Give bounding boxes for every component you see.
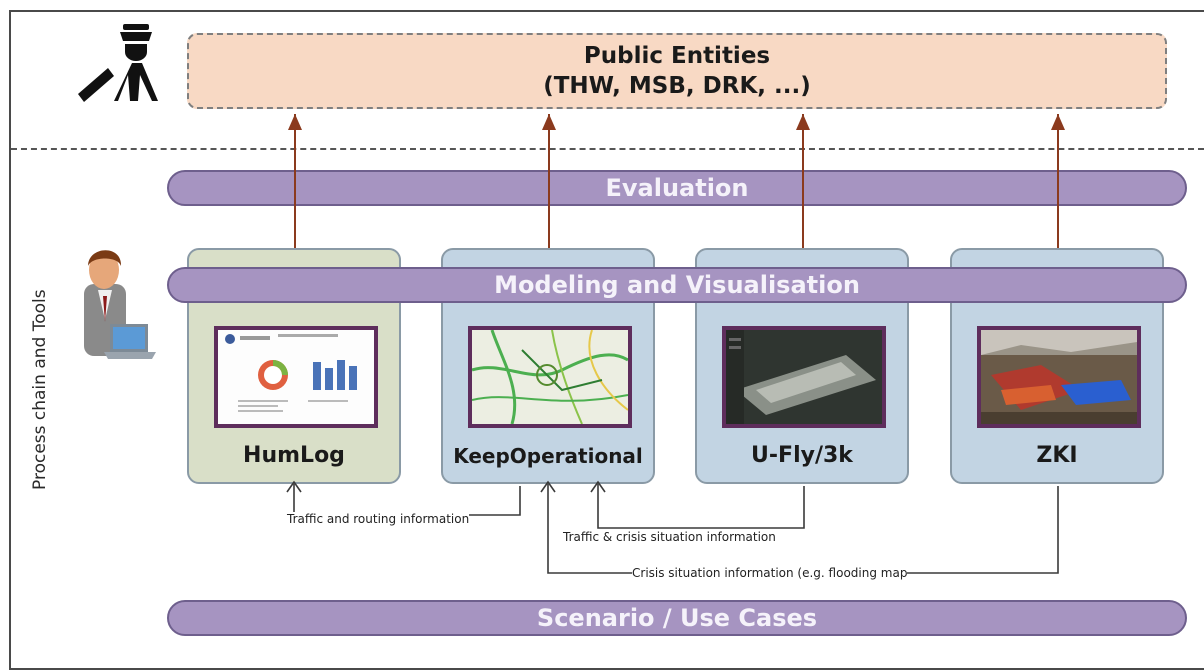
evaluation-bar: Evaluation <box>167 170 1187 206</box>
connectors <box>286 114 1065 574</box>
flow-label-traffic-crisis: Traffic & crisis situation information <box>563 530 776 545</box>
tool-name-ufly: U-Fly/3k <box>751 443 853 468</box>
tool-name-keepoperational: KeepOperational <box>453 444 643 468</box>
modeling-visualisation-label: Modeling and Visualisation <box>494 271 860 299</box>
flow-label-crisis-situation: Crisis situation information (e.g. flood… <box>632 566 908 581</box>
user-laptop-icon <box>84 250 156 359</box>
flow-label-traffic-routing: Traffic and routing information <box>287 512 470 527</box>
scenario-bar: Scenario / Use Cases <box>167 600 1187 636</box>
stakeholder-divider <box>11 148 1204 150</box>
public-entities-box: Public Entities (THW, MSB, DRK, ...) <box>187 33 1167 109</box>
tool-name-zki: ZKI <box>1036 443 1078 468</box>
evaluation-label: Evaluation <box>605 174 749 202</box>
keepoperational-screenshot <box>468 326 632 428</box>
flow-traffic-routing <box>293 484 521 516</box>
flow-traffic-crisis <box>597 484 805 529</box>
ufly-screenshot <box>722 326 886 428</box>
officer-icon <box>78 24 158 102</box>
humlog-screenshot <box>214 326 378 428</box>
modeling-visualisation-bar: Modeling and Visualisation <box>167 267 1187 303</box>
tool-name-humlog: HumLog <box>243 443 345 468</box>
public-entities-title: Public Entities <box>583 43 771 69</box>
scenario-label: Scenario / Use Cases <box>536 604 818 632</box>
public-entities-list: (THW, MSB, DRK, ...) <box>543 73 811 99</box>
zki-screenshot <box>977 326 1141 428</box>
